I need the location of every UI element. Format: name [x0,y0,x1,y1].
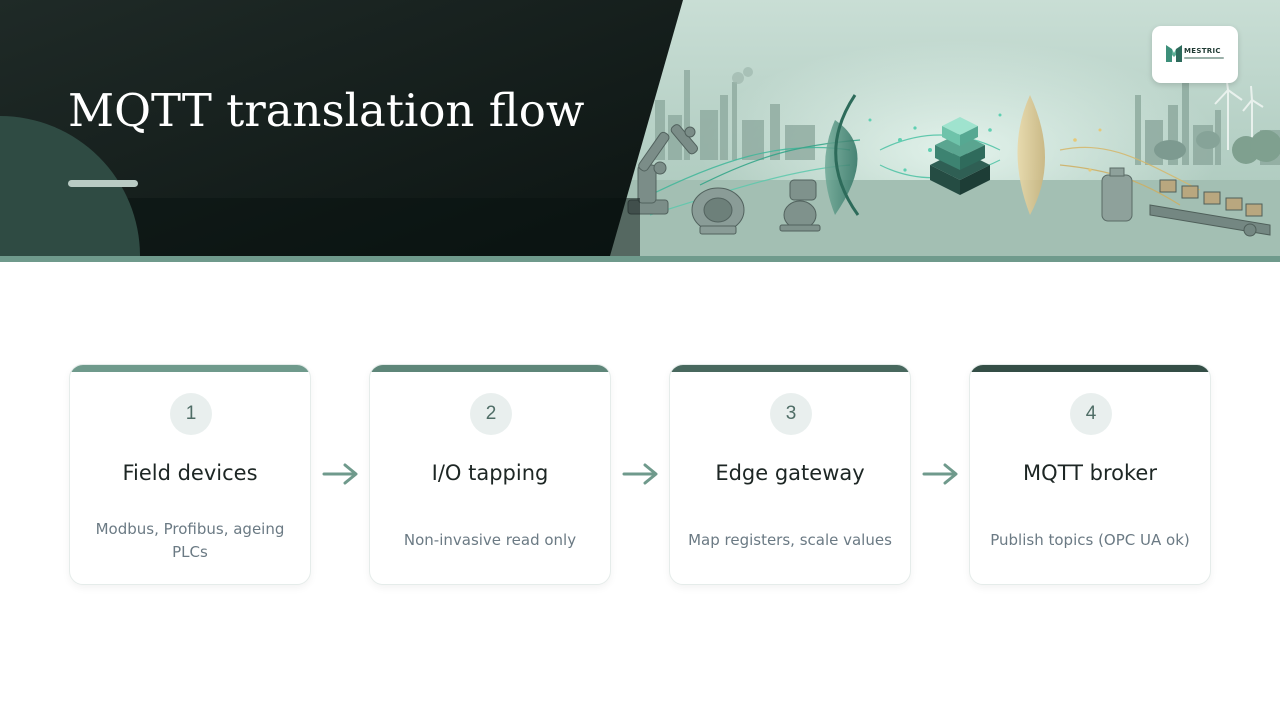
step-number-badge: 3 [770,393,812,435]
arrow-right-icon [622,463,658,485]
step-title: MQTT broker [1023,461,1157,485]
title-accent-bar [68,180,138,187]
card-accent-bar [970,365,1210,372]
step-title: I/O tapping [431,461,549,485]
step-card-edge-gateway: 3 Edge gateway Map registers, scale valu… [669,364,911,585]
arrow-right-icon [922,463,958,485]
arrow-right-icon [322,463,358,485]
card-accent-bar [70,365,310,372]
page-title: MQTT translation flow [68,84,585,137]
step-card-field-devices: 1 Field devices Modbus, Profibus, ageing… [69,364,311,585]
header-banner: MQTT translation flow MESTRIC [0,0,1280,262]
step-card-mqtt-broker: 4 MQTT broker Publish topics (OPC UA ok) [969,364,1211,585]
step-description: Non-invasive read only [403,531,577,549]
card-accent-bar [670,365,910,372]
company-logo: MESTRIC [1152,26,1238,83]
step-description: Publish topics (OPC UA ok) [990,531,1190,549]
logo-subline [1184,57,1224,59]
logo-mark-icon [1166,45,1182,62]
step-title: Field devices [122,461,258,485]
header-divider [0,256,1280,262]
card-accent-bar [370,365,610,372]
step-description: Modbus, Profibus, ageing PLCs [95,520,285,561]
logo-wordmark: MESTRIC [1184,47,1221,55]
step-card-io-tapping: 2 I/O tapping Non-invasive read only [369,364,611,585]
step-number-badge: 1 [170,393,212,435]
step-number-badge: 2 [470,393,512,435]
step-number-badge: 4 [1070,393,1112,435]
step-title: Edge gateway [715,461,865,485]
step-description: Map registers, scale values [688,531,892,549]
